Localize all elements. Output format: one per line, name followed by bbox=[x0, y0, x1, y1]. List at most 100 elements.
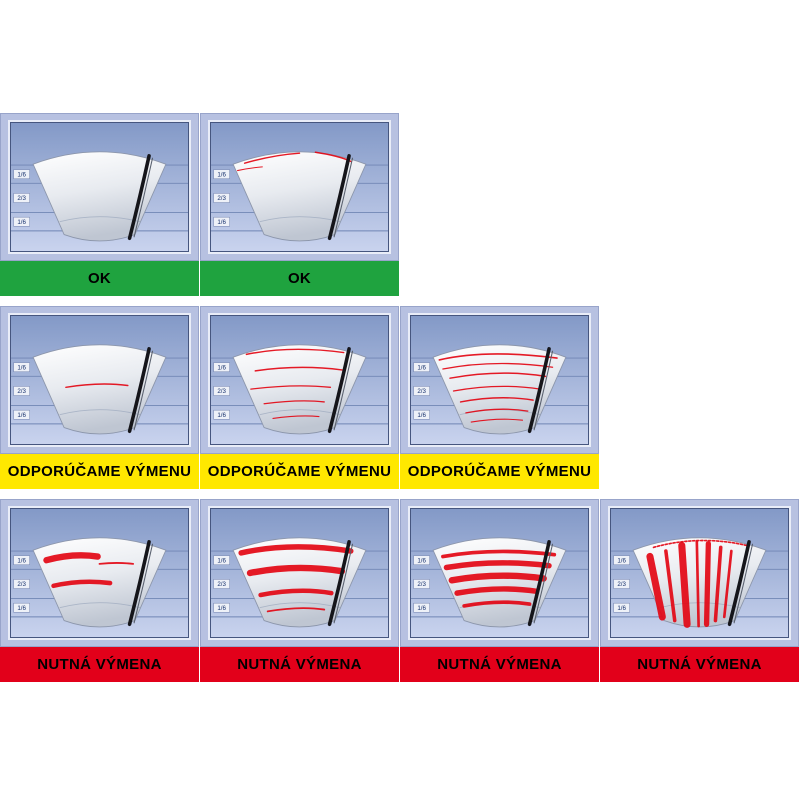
status-label: NUTNÁ VÝMENA bbox=[400, 647, 599, 682]
zone-label: 1/6 bbox=[217, 412, 226, 419]
zone-label-box bbox=[213, 602, 230, 613]
wear-streak bbox=[245, 348, 345, 356]
zone-label: 2/3 bbox=[17, 388, 26, 395]
status-label: NUTNÁ VÝMENA bbox=[200, 647, 399, 682]
wear-streak bbox=[454, 586, 540, 596]
wiper-fan-graphic: 1/6 2/3 1/6 bbox=[211, 537, 388, 628]
zone-label: 1/6 bbox=[617, 557, 626, 564]
zone-label: 1/6 bbox=[17, 412, 26, 419]
wiper-fan-graphic: 1/62/31/6 bbox=[211, 151, 388, 242]
wiper-blade-edge bbox=[133, 350, 154, 431]
zone-label: 2/3 bbox=[217, 388, 226, 395]
wiper-blade bbox=[727, 540, 751, 627]
wear-streak bbox=[43, 552, 101, 564]
zone-label-box bbox=[413, 579, 430, 589]
status-label: NUTNÁ VÝMENA bbox=[0, 647, 199, 682]
wiper-blade-edge bbox=[133, 543, 154, 624]
wiper-blade bbox=[527, 347, 551, 434]
zone-label: 1/6 bbox=[217, 605, 226, 612]
zone-label-box bbox=[13, 169, 30, 179]
wiper-blade bbox=[127, 347, 151, 434]
zone-label-box bbox=[613, 602, 630, 613]
zone-label-box bbox=[213, 362, 230, 372]
wiper-blade bbox=[527, 540, 551, 627]
wiper-fan-graphic: 1/6 2/3 1/6 bbox=[611, 537, 788, 628]
wiper-blade bbox=[327, 540, 351, 627]
wear-streak bbox=[51, 579, 113, 589]
zone-label-box bbox=[613, 555, 630, 565]
faint-wipe-arc bbox=[59, 602, 141, 609]
faint-wipe-arc bbox=[59, 216, 141, 223]
zone-label-box bbox=[13, 602, 30, 613]
wear-streak bbox=[652, 539, 749, 549]
panel-screen: 1/6 2/3 1/6 bbox=[210, 508, 389, 638]
condition-panel: 1/6 2/3 1/6 bbox=[600, 499, 799, 647]
wiper-fan-graphic: 1/62/31/6 bbox=[211, 344, 388, 435]
status-label: OK bbox=[200, 261, 399, 296]
wiper-fan-graphic: 1/62/31/6 bbox=[411, 537, 588, 628]
wear-streak bbox=[465, 408, 529, 414]
wiper-blade-edge bbox=[533, 543, 554, 624]
wear-streak bbox=[695, 540, 700, 628]
wiper-blade-edge bbox=[333, 543, 354, 624]
panel-screen: 1/6 2/3 1/6 bbox=[610, 508, 789, 638]
zone-label: 2/3 bbox=[217, 581, 226, 588]
zone-label: 1/6 bbox=[617, 605, 626, 612]
zone-label: 1/6 bbox=[417, 557, 426, 564]
wear-streak bbox=[448, 572, 547, 584]
wear-streak bbox=[462, 600, 532, 608]
zone-label: 1/6 bbox=[17, 557, 26, 564]
zone-label: 2/3 bbox=[617, 581, 626, 588]
zone-label-box bbox=[13, 555, 30, 565]
wear-streak bbox=[258, 588, 334, 598]
zone-label-box bbox=[213, 409, 230, 420]
wear-streak bbox=[678, 541, 691, 628]
zone-label: 1/6 bbox=[217, 557, 226, 564]
wear-streak bbox=[442, 362, 554, 370]
zone-label: 2/3 bbox=[217, 195, 226, 202]
zone-label-box bbox=[13, 386, 30, 396]
wiper-fan-graphic: 1/62/31/6 bbox=[11, 151, 188, 242]
wear-streak bbox=[263, 400, 325, 405]
wiper-fan-graphic: 1/62/31/6 bbox=[411, 344, 588, 435]
wear-streak bbox=[238, 544, 354, 556]
zone-label: 1/6 bbox=[217, 171, 226, 178]
wear-streak bbox=[449, 372, 547, 379]
wear-streak bbox=[65, 383, 129, 389]
wear-streak bbox=[664, 549, 677, 623]
wear-streak bbox=[703, 541, 712, 627]
zone-label-box bbox=[413, 602, 430, 613]
faint-wipe-arc bbox=[59, 409, 141, 416]
wear-streak bbox=[98, 562, 135, 565]
zone-label-box bbox=[413, 386, 430, 396]
faint-wipe-arc bbox=[259, 216, 341, 223]
wiper-fan-graphic: 1/62/31/6 bbox=[11, 344, 188, 435]
zone-label: 1/6 bbox=[17, 605, 26, 612]
zone-label-box bbox=[13, 362, 30, 372]
status-label: OK bbox=[0, 261, 199, 296]
zone-label: 2/3 bbox=[17, 195, 26, 202]
wiper-blade bbox=[327, 347, 351, 434]
zone-label: 2/3 bbox=[417, 388, 426, 395]
faint-wipe-arc bbox=[659, 602, 741, 609]
wiper-blade bbox=[327, 154, 351, 241]
wear-streak bbox=[272, 415, 320, 419]
zone-label-box bbox=[413, 362, 430, 372]
